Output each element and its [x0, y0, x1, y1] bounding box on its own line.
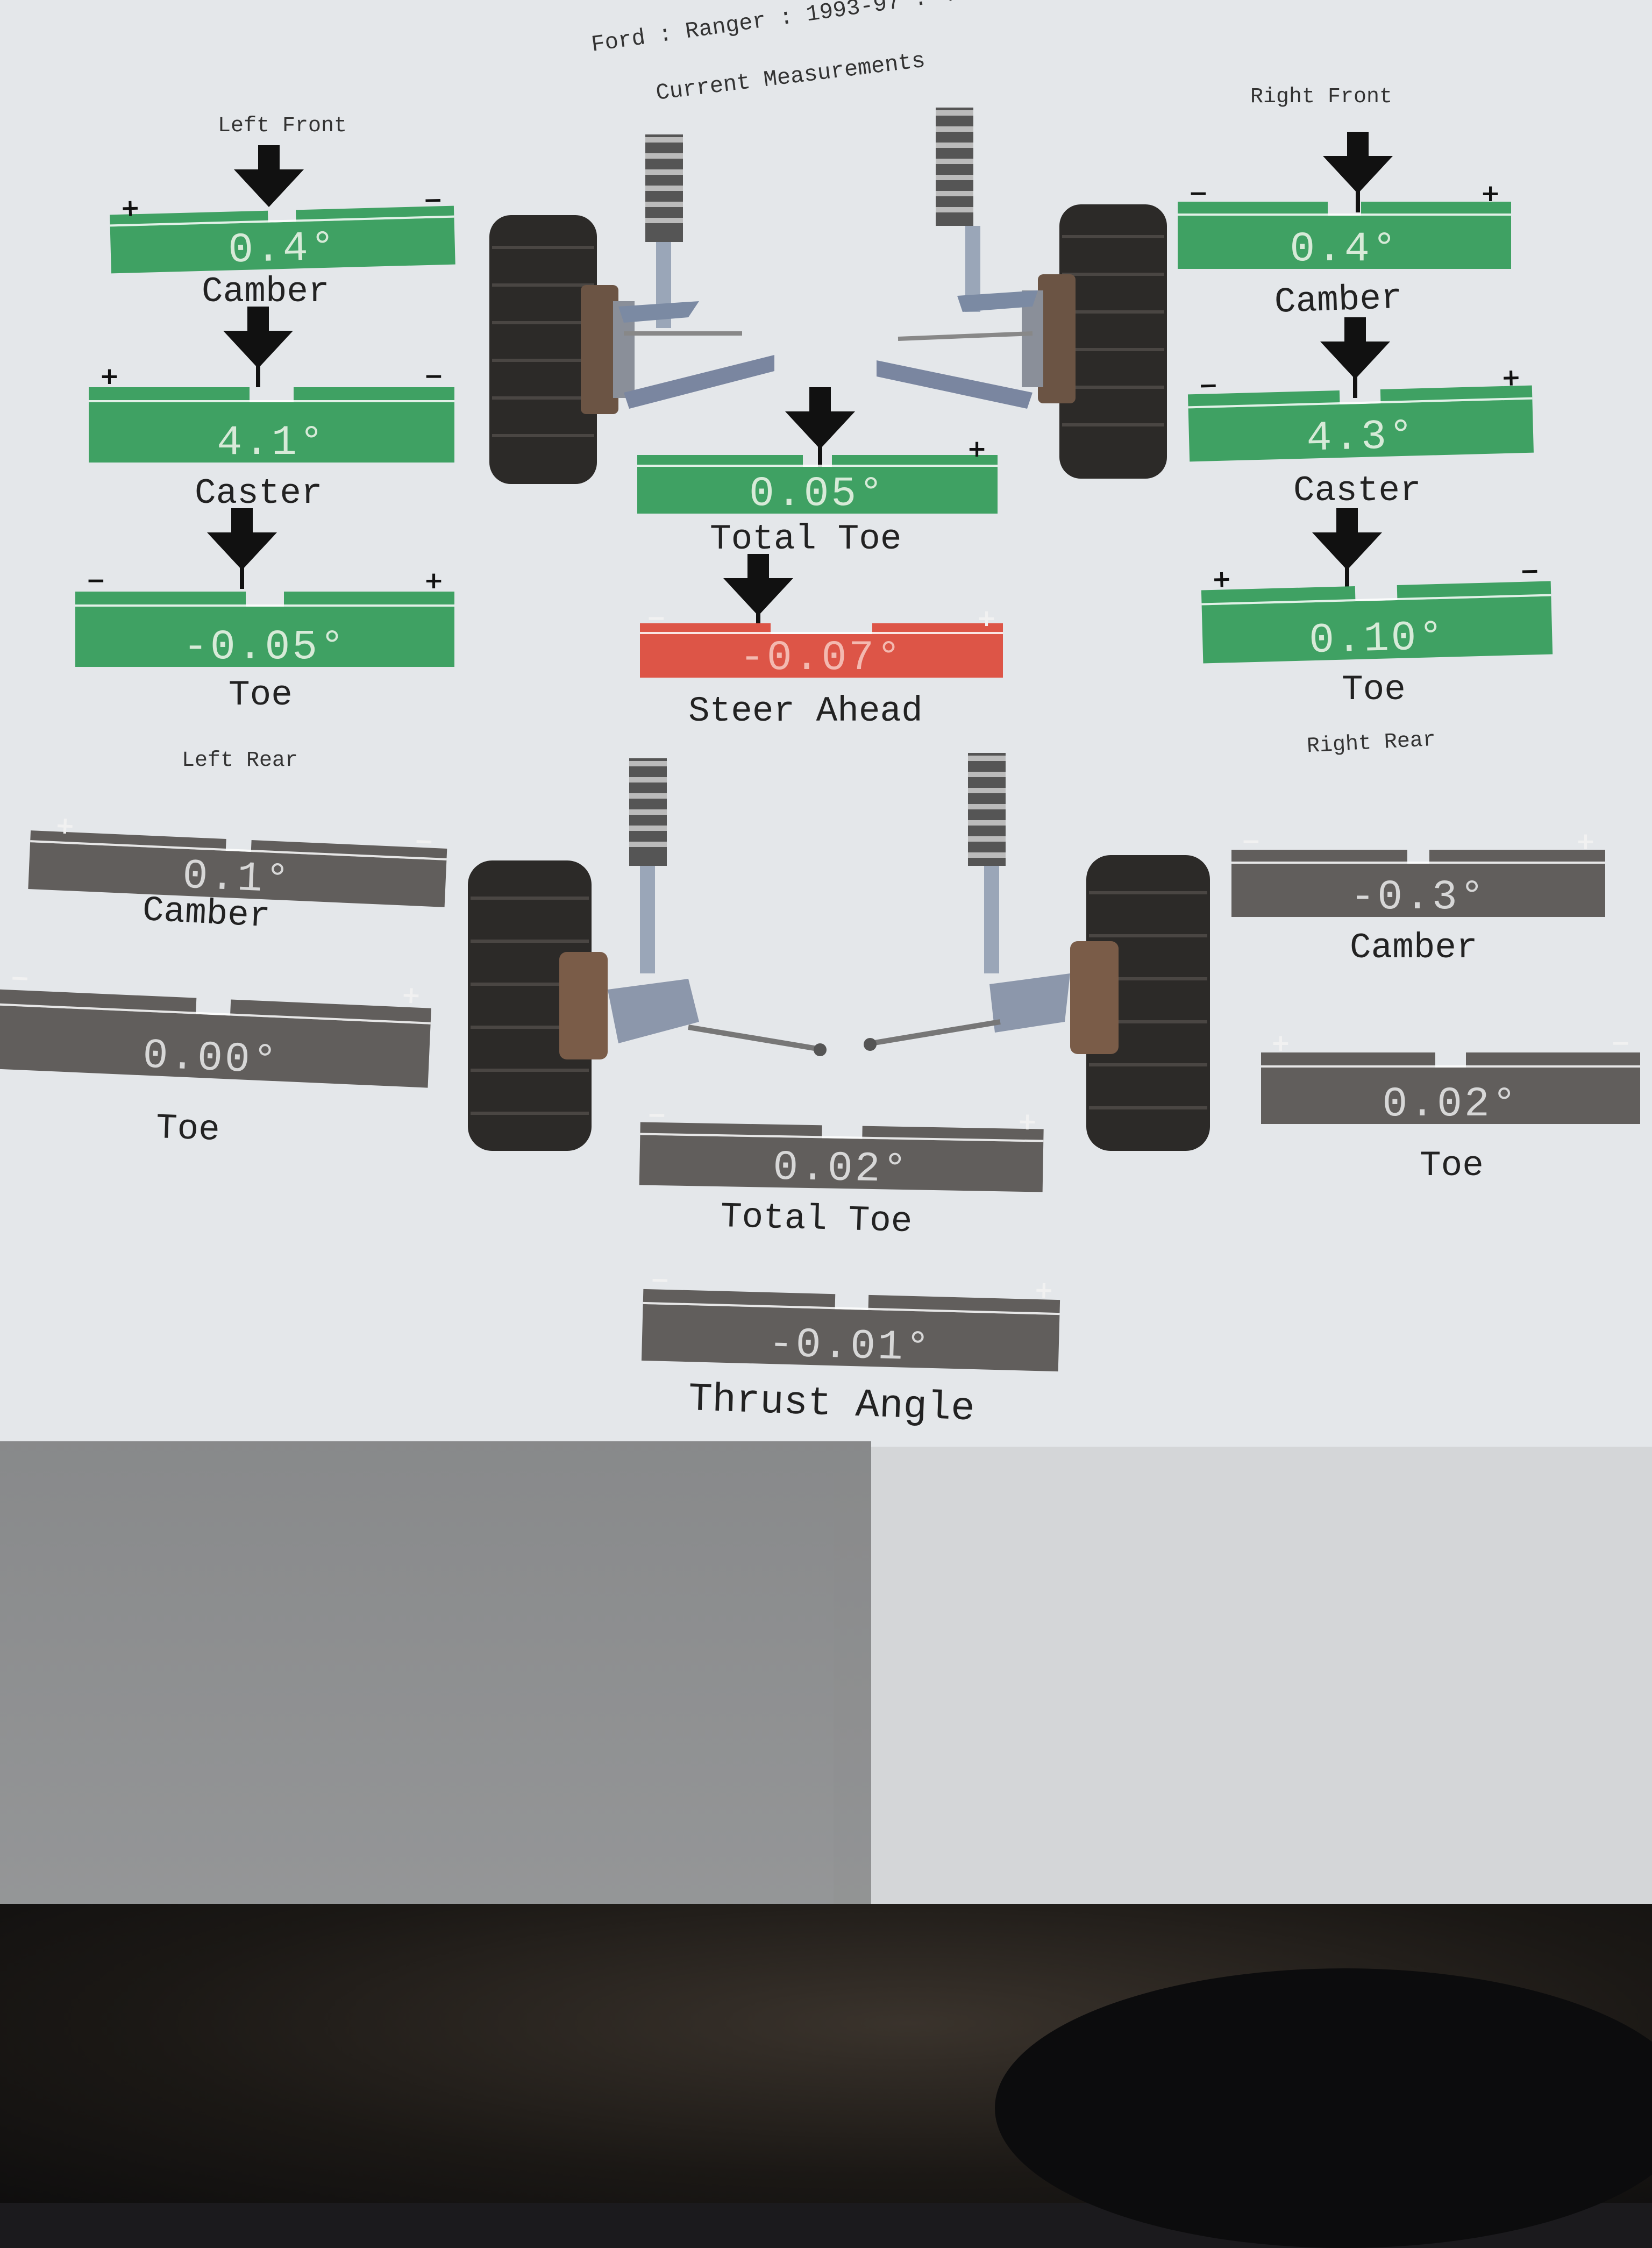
- right-rear-toe-gauge: + − 0.02°: [1261, 1029, 1640, 1128]
- front-total-toe-gauge: + 0.05°: [637, 435, 998, 518]
- plus-sign: +: [424, 567, 444, 594]
- plus-sign: +: [1034, 1276, 1055, 1304]
- left-camber-arrow-icon: [234, 145, 304, 207]
- right-front-caster-label: Caster: [1293, 471, 1421, 511]
- minus-sign: −: [424, 362, 444, 390]
- minus-sign: −: [646, 604, 666, 632]
- right-front-camber-value: 0.4°: [1290, 226, 1399, 273]
- left-front-caster-value: 4.1°: [217, 419, 326, 467]
- steer-ahead-arrow-icon: [723, 554, 793, 635]
- minus-sign: −: [413, 827, 435, 856]
- minus-sign: −: [1519, 557, 1540, 585]
- left-front-toe-value: -0.05°: [183, 624, 347, 671]
- plus-sign: +: [54, 812, 76, 840]
- plus-sign: +: [400, 981, 422, 1009]
- right-camber-arrow-icon: [1323, 132, 1393, 212]
- plus-sign: +: [99, 362, 119, 390]
- rear-total-toe-value: 0.02°: [772, 1144, 910, 1194]
- left-front-camber-label: Camber: [202, 272, 330, 312]
- left-front-toe-label: Toe: [229, 675, 293, 715]
- left-front-caster-gauge: + − 4.1°: [89, 362, 454, 467]
- right-front-caster-value: 4.3°: [1306, 412, 1416, 463]
- front-left-wheel-illustration: [489, 134, 774, 484]
- right-front-caster-gauge: − + 4.3°: [1187, 364, 1534, 463]
- minus-sign: −: [1241, 828, 1261, 855]
- minus-sign: −: [1188, 180, 1208, 207]
- left-caster-arrow-icon: [223, 307, 293, 387]
- right-rear-camber-label: Camber: [1350, 928, 1478, 968]
- right-rear-toe-label: Toe: [1420, 1146, 1484, 1186]
- left-front-toe-gauge: − + -0.05°: [75, 567, 454, 671]
- left-front-caster-label: Caster: [195, 473, 323, 514]
- left-rear-label: Left Rear: [182, 749, 298, 773]
- rear-left-wheel-illustration: [468, 758, 827, 1151]
- right-front-camber-label: Camber: [1273, 278, 1403, 323]
- plus-sign: +: [967, 435, 987, 463]
- minus-sign: −: [646, 1101, 667, 1129]
- right-front-toe-value: 0.10°: [1308, 614, 1447, 665]
- right-toe-arrow-icon: [1312, 508, 1382, 589]
- steer-ahead-gauge: − + -0.07°: [640, 604, 1003, 682]
- left-front-camber-value: 0.4°: [227, 224, 338, 275]
- minus-sign: −: [1611, 1029, 1630, 1057]
- dark-object: [995, 1968, 1652, 2248]
- plus-sign: +: [120, 194, 141, 222]
- right-front-toe-label: Toe: [1342, 670, 1406, 710]
- shadow-haze: [834, 1447, 1652, 1909]
- right-rear-toe-value: 0.02°: [1382, 1081, 1519, 1128]
- right-front-toe-gauge: + − 0.10°: [1201, 557, 1553, 665]
- plus-sign: +: [1211, 565, 1232, 593]
- front-total-toe-label: Total Toe: [710, 519, 902, 559]
- minus-sign: −: [86, 567, 106, 594]
- right-front-camber-gauge: − + 0.4°: [1178, 180, 1511, 273]
- plus-sign: +: [1480, 180, 1500, 207]
- thrust-angle-gauge: − + -0.01°: [641, 1266, 1060, 1372]
- front-total-toe-value: 0.05°: [749, 471, 886, 518]
- left-rear-toe-label: Toe: [155, 1108, 221, 1151]
- right-rear-camber-value: -0.3°: [1350, 874, 1487, 921]
- plus-sign: +: [1271, 1029, 1291, 1057]
- hand-shadow: [0, 1441, 871, 1915]
- steer-ahead-value: -0.07°: [739, 635, 903, 682]
- plus-sign: +: [1500, 364, 1521, 392]
- plus-sign: +: [1576, 828, 1596, 855]
- left-rear-camber-label: Camber: [141, 890, 272, 937]
- left-front-label: Left Front: [218, 114, 347, 138]
- minus-sign: −: [9, 964, 31, 993]
- plus-sign: +: [1017, 1107, 1038, 1136]
- rear-right-wheel-illustration: [864, 753, 1210, 1151]
- left-front-camber-gauge: + − 0.4°: [109, 186, 455, 275]
- steer-ahead-label: Steer Ahead: [688, 691, 923, 731]
- plus-sign: +: [977, 604, 996, 632]
- right-rear-camber-gauge: − + -0.3°: [1231, 828, 1605, 921]
- minus-sign: −: [650, 1266, 671, 1294]
- left-toe-arrow-icon: [207, 508, 277, 589]
- right-caster-arrow-icon: [1320, 317, 1390, 398]
- minus-sign: −: [1198, 371, 1219, 400]
- left-rear-toe-gauge: − + 0.00°: [0, 964, 432, 1088]
- rear-total-toe-label: Total Toe: [720, 1197, 913, 1242]
- rear-total-toe-gauge: − + 0.02°: [639, 1101, 1044, 1194]
- total-toe-arrow-icon: [785, 387, 855, 468]
- front-right-wheel-illustration: [877, 108, 1167, 479]
- right-front-label: Right Front: [1250, 85, 1393, 109]
- minus-sign: −: [423, 186, 444, 215]
